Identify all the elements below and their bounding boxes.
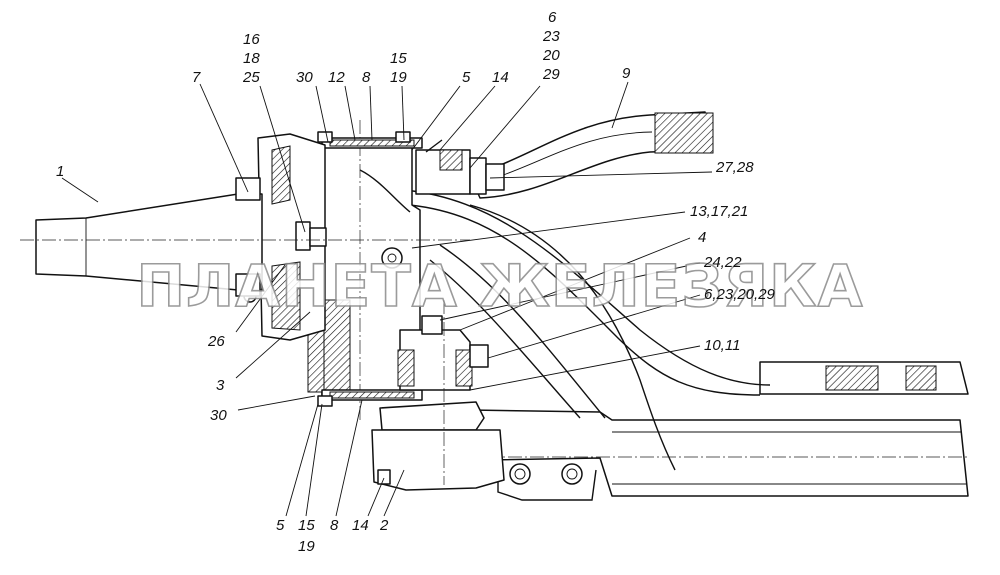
tie-rod-joint-upper [415, 139, 505, 195]
callout-9: 9 [622, 65, 631, 82]
callout-25: 25 [242, 69, 260, 86]
callout-18: 18 [243, 50, 260, 67]
callout-4: 4 [698, 229, 706, 246]
watermark: ПЛАНЕТА ЖЕЛЕЗЯКА [137, 252, 864, 320]
callout-13-17-21: 13,17,21 [690, 203, 748, 220]
callout-14-bottom: 14 [352, 517, 369, 534]
callout-10-11: 10,11 [704, 337, 740, 354]
callout-16: 16 [243, 31, 260, 48]
callout-labels: 1 7 16 18 25 30 12 8 15 19 5 14 6 23 20 … [56, 9, 776, 555]
callout-23-top: 23 [542, 28, 560, 45]
callout-30-top: 30 [296, 69, 313, 86]
spindle [20, 177, 470, 297]
callout-1: 1 [56, 163, 64, 180]
callout-27-28: 27,28 [715, 159, 754, 176]
callout-6-top: 6 [548, 9, 557, 26]
callout-26: 26 [207, 333, 225, 350]
tie-rod-end-lower [371, 300, 505, 491]
callout-7: 7 [192, 69, 201, 86]
callout-8-top: 8 [362, 69, 371, 86]
callout-19-top: 19 [390, 69, 407, 86]
callout-24-22: 24,22 [703, 254, 742, 271]
callout-3: 3 [216, 377, 225, 394]
callout-19-bottom: 19 [298, 538, 315, 555]
callout-5-top: 5 [462, 69, 471, 86]
callout-20-top: 20 [542, 47, 560, 64]
callout-6-23-20-29: 6,23,20,29 [704, 286, 776, 303]
callout-8-bottom: 8 [330, 517, 339, 534]
callout-2: 2 [379, 517, 389, 534]
callout-15-top: 15 [390, 50, 407, 67]
curved-arms [404, 189, 771, 471]
callout-30-bottom: 30 [210, 407, 227, 424]
leader-lines [61, 81, 713, 517]
axle-beam [420, 361, 970, 501]
callout-29-top: 29 [542, 66, 560, 83]
callout-14-top: 14 [492, 69, 509, 86]
callout-12: 12 [328, 69, 345, 86]
brake-flange [243, 133, 327, 341]
callout-15-bottom: 15 [298, 517, 315, 534]
callout-5-bottom: 5 [276, 517, 285, 534]
